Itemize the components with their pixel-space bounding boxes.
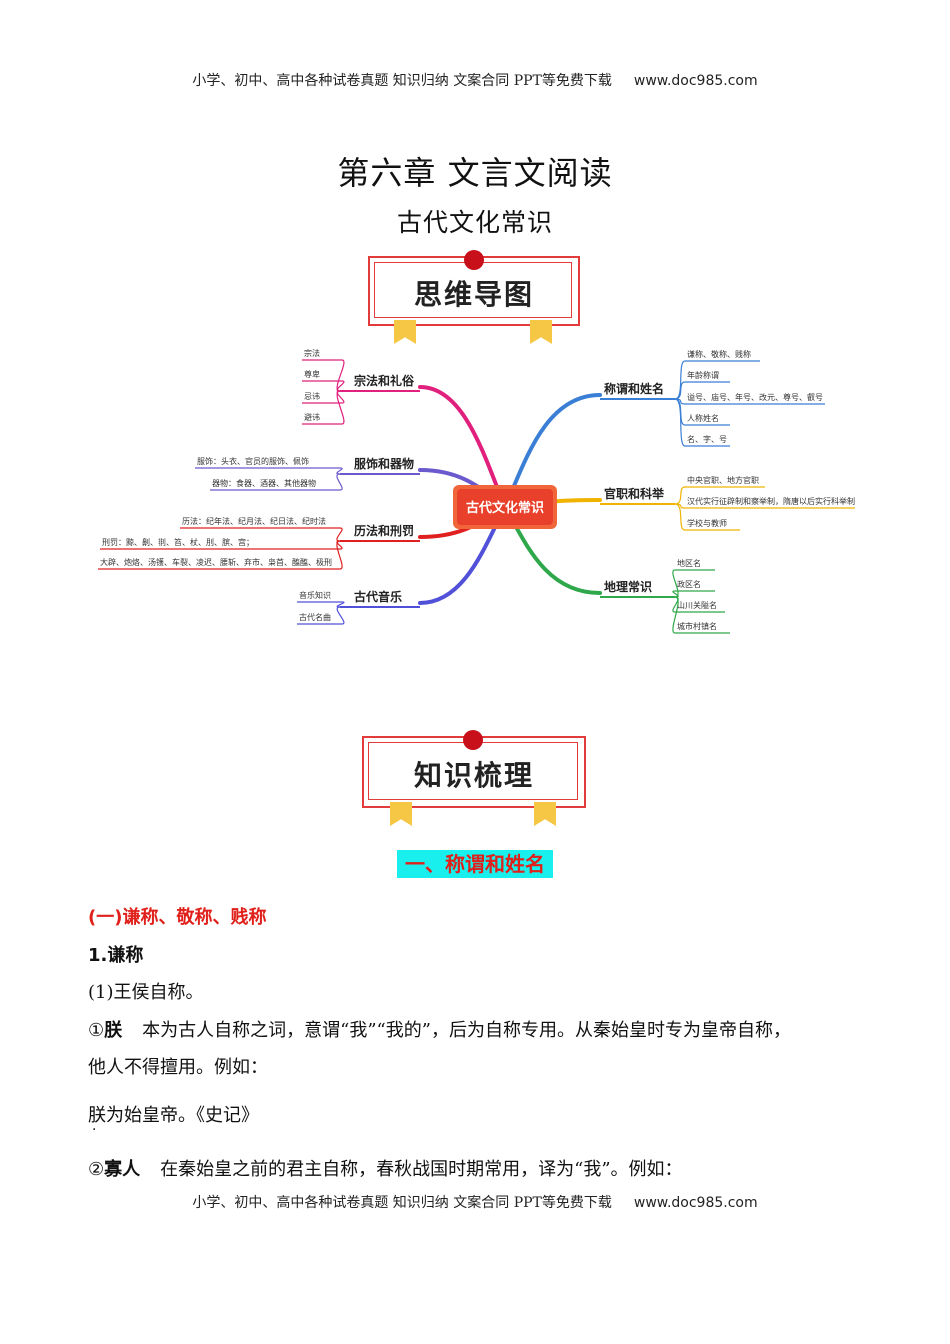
mindmap-leaf-connector — [336, 606, 345, 625]
example-1: 朕·为始皇帝。《史记》 — [88, 1101, 259, 1138]
knowledge-banner: 知识梳理 — [362, 730, 586, 828]
item-1: ①朕本为古人自称之词，意谓“我”“我的”，后为自称专用。从秦始皇时专为皇帝自称， — [88, 1016, 878, 1042]
subsection-title: (一)谦称、敬称、贱称 — [88, 907, 267, 928]
mindmap-leaf-connector — [336, 390, 345, 425]
footer-text: 小学、初中、高中各种试卷真题 知识归纳 文案合同 PPT等免费下载 — [192, 1195, 612, 1211]
mindmap-leaf-label: 谥号、庙号、年号、改元、尊号、叡号 — [687, 392, 823, 402]
mindmap-leaf-label: 年龄称谓 — [687, 370, 719, 380]
mindmap-leaf-label: 政区名 — [677, 579, 701, 589]
item-2-number: ② — [88, 1159, 105, 1180]
item-2: ②寡人在秦始皇之前的君主自称，春秋战国时期常用，译为“我”。例如： — [88, 1155, 683, 1181]
banner-frame — [362, 736, 586, 808]
mindmap-leaf-label: 避讳 — [304, 412, 320, 422]
mindmap-leaf-label: 谦称、敬称、贱称 — [687, 349, 751, 359]
mindmap-leaf-connector — [674, 503, 686, 531]
banner-title: 知识梳理 — [413, 759, 534, 792]
mindmap-leaf-label: 宗法 — [304, 348, 320, 358]
item-2-text: 在秦始皇之前的君主自称，春秋战国时期常用，译为“我”。例如： — [160, 1159, 683, 1180]
mindmap-leaf-connector — [674, 360, 686, 400]
mindmap-branch-label: 古代音乐 — [354, 589, 402, 604]
item-1-continued: 他人不得擅用。例如： — [88, 1057, 268, 1078]
mindmap-branch-label: 称谓和姓名 — [604, 381, 664, 396]
chapter-title: 第六章 文言文阅读 — [337, 154, 613, 192]
mindmap-leaf-label: 汉代实行征辟制和察举制，隋唐以后实行科举制 — [687, 496, 855, 506]
mindmap-center-node-inner — [457, 489, 553, 525]
mindmap-leaf-label: 器物：食器、酒器、其他器物 — [212, 478, 316, 488]
mindmap-banner: 思维导图 — [368, 250, 580, 344]
mindmap-leaf-label: 地区名 — [677, 558, 701, 568]
example-1-keyword: 朕· — [88, 1105, 106, 1138]
item-2-term: 寡人 — [104, 1159, 141, 1180]
banner-title: 思维导图 — [413, 278, 534, 311]
mindmap-leaf-label: 中央官职、地方官职 — [687, 475, 759, 485]
header-url[interactable]: www.doc985.com — [633, 73, 758, 89]
mindmap-leaf-label: 学校与教师 — [687, 518, 727, 528]
paragraph-1: (1)王侯自称。 — [88, 982, 204, 1003]
mindmap-leaf-connector — [672, 569, 679, 598]
mindmap-leaf-label: 名、字、号 — [687, 434, 727, 444]
mindmap-branch-label: 地理常识 — [604, 579, 652, 594]
mindmap-leaf-label: 尊卑 — [304, 369, 320, 379]
page-header: 小学、初中、高中各种试卷真题 知识归纳 文案合同 PPT等免费下载 www.doc… — [0, 70, 950, 90]
heading-1: 1.谦称 — [88, 945, 144, 966]
mindmap-leaf-label: 服饰：头衣、官员的服饰、佩饰 — [197, 456, 309, 466]
header-text: 小学、初中、高中各种试卷真题 知识归纳 文案合同 PPT等免费下载 — [192, 73, 612, 89]
mindmap-leaf-connector — [336, 540, 343, 570]
ribbon-left-icon — [390, 802, 412, 826]
mindmap-leaf-label: 山川关隘名 — [677, 600, 717, 610]
mindmap-leaf-connector — [672, 596, 679, 634]
mindmap-leaf-connector — [336, 473, 343, 491]
ribbon-right-icon — [530, 320, 552, 344]
item-1-term: 朕 — [104, 1020, 123, 1041]
mindmap-branch-label: 官职和科举 — [604, 486, 665, 501]
mindmap-leaf-connector — [674, 381, 686, 400]
mindmap-branch-label: 历法和刑罚 — [354, 523, 414, 538]
mindmap-leaf-label: 城市村镇名 — [677, 621, 717, 631]
page-footer: 小学、初中、高中各种试卷真题 知识归纳 文案合同 PPT等免费下载 www.doc… — [0, 1192, 950, 1212]
mindmap-leaf-label: 音乐知识 — [299, 590, 331, 600]
banner-pin-icon — [464, 250, 484, 270]
mindmap: 宗法和礼俗 宗法尊卑忌讳避讳服饰和器物 服饰：头衣、官员的服饰、佩饰器物：食器、酒器… — [90, 340, 870, 650]
mindmap-leaf-label: 历法：纪年法、纪月法、纪日法、纪时法 — [182, 516, 326, 526]
mindmap-leaf-label: 大辟、炮烙、汤镬、车裂、凌迟、腰斩、弃市、枭首、醢醢、极刑 — [100, 557, 332, 567]
mindmap-branch-label: 宗法和礼俗 — [354, 373, 415, 388]
item-1-text: 本为古人自称之词，意谓“我”“我的”，后为自称专用。从秦始皇时专为皇帝自称， — [142, 1020, 791, 1041]
mindmap-leaf-connector — [674, 486, 686, 505]
section-title: 一、称谓和姓名 — [397, 850, 553, 878]
chapter-subtitle: 古代文化常识 — [396, 208, 553, 237]
banner-pin-icon — [463, 730, 483, 750]
ribbon-left-icon — [394, 320, 416, 344]
mindmap-leaf-label: 古代名曲 — [299, 612, 331, 622]
mindmap-center-label: 古代文化常识 — [466, 500, 544, 516]
example-1-text: 为始皇帝。《史记》 — [106, 1105, 259, 1126]
mindmap-leaf-label: 忌讳 — [304, 391, 320, 401]
ribbon-right-icon — [534, 802, 556, 826]
mindmap-leaf-connector — [336, 359, 345, 392]
mindmap-branch-label: 服饰和器物 — [354, 456, 414, 471]
footer-url[interactable]: www.doc985.com — [633, 1195, 758, 1211]
item-1-number: ① — [88, 1020, 105, 1041]
mindmap-leaf-label: 刑罚：黥、劓、剕、笞、杖、刖、膑、宫； — [102, 537, 254, 547]
mindmap-leaf-label: 人称姓名 — [687, 413, 719, 423]
mindmap-leaf-connector — [336, 527, 343, 542]
mindmap-leaf-connector — [674, 398, 686, 447]
